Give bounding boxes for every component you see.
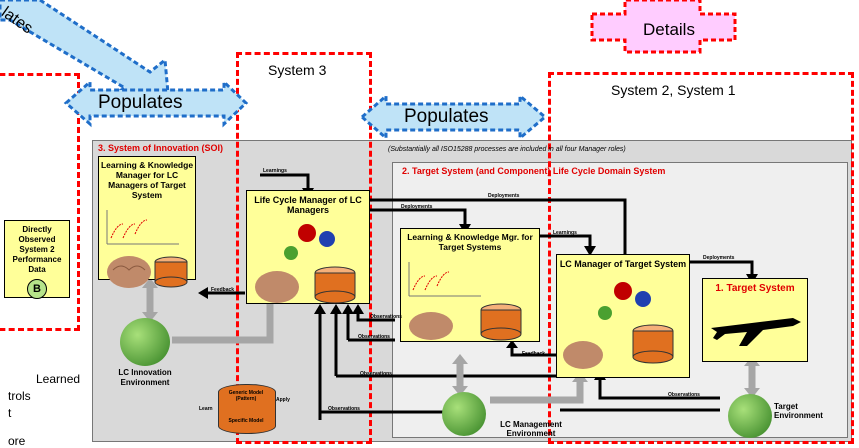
populates-left-arrow <box>63 78 249 128</box>
system3-box <box>236 52 372 444</box>
database-icon <box>480 303 522 341</box>
lc-innovation-env-label: LC Innovation Environment <box>118 368 172 387</box>
lc-mgr-target-box: LC Manager of Target System <box>556 254 690 378</box>
database-icon <box>632 324 674 364</box>
target-system-box: 1. Target System <box>702 278 808 362</box>
airplane-icon <box>711 318 801 346</box>
target-system-title: 1. Target System <box>715 283 795 294</box>
directly-observed-label: Directly Observed System 2 Performance D… <box>12 225 62 274</box>
brain-icon <box>409 312 453 340</box>
brain-icon <box>563 341 603 369</box>
learnings-label-2: Learnings <box>553 230 577 236</box>
apply-label: Apply <box>276 397 290 403</box>
database-icon <box>154 256 188 288</box>
brain-icon <box>255 271 299 303</box>
t-text: t <box>8 406 12 420</box>
system21-box <box>548 72 854 444</box>
database-icon <box>314 266 356 304</box>
lc-mgr-target-title: LC Manager of Target System <box>559 259 687 269</box>
system21-label: System 2, System 1 <box>611 82 736 98</box>
badge-b: B <box>27 279 47 299</box>
gear-icon <box>284 224 335 260</box>
trols-text: trols <box>8 389 31 403</box>
observations-label-1: Observations <box>370 314 402 320</box>
lk-manager-lc-title: Learning & Knowledge Manager for LC Mana… <box>100 160 194 200</box>
lk-mgr-target-title: Learning & Knowledge Mgr. for Target Sys… <box>407 232 533 252</box>
system3-label: System 3 <box>268 62 327 78</box>
gear-icon <box>598 282 651 320</box>
feedback-label-1: Feedback <box>211 287 235 293</box>
learn-label: Learn <box>199 406 213 412</box>
lk-manager-lc-box: Learning & Knowledge Manager for LC Mana… <box>98 156 196 288</box>
observations-label-5: Observations <box>668 392 700 398</box>
lc-manager-lc-graphic <box>255 224 356 304</box>
target-env-label: Target Environment <box>774 402 823 420</box>
target-domain-title: 2. Target System (and Component) Life Cy… <box>402 166 666 176</box>
brain-icon <box>107 256 151 288</box>
iso-note: (Substantially all ISO15288 processes ar… <box>388 146 626 153</box>
specific-model-label: Specific Model <box>228 418 264 424</box>
soi-title: 3. System of Innovation (SOI) <box>98 143 224 153</box>
ore-text: ore <box>8 434 26 448</box>
populates-mid-label: Populates <box>404 106 489 127</box>
lk-manager-lc-graphic <box>106 210 188 288</box>
diagonal-populates-arrow <box>0 0 172 118</box>
lc-mgr-target-graphic <box>563 282 674 369</box>
populates-left-label: Populates <box>98 92 183 113</box>
details-arrow <box>590 0 737 54</box>
generic-model-label: Generic Model (Pattern) <box>228 390 264 402</box>
observations-label-2: Observations <box>358 334 390 340</box>
lk-mgr-target-box: Learning & Knowledge Mgr. for Target Sys… <box>400 228 540 342</box>
model-database-icon: Generic Model (Pattern) Specific Model <box>218 384 276 434</box>
details-label: Details <box>643 20 695 39</box>
deployments-label-1: Deployments <box>401 204 433 210</box>
deployments-label-2: Deployments <box>488 193 520 199</box>
feedback-label-2: Feedback <box>522 351 546 357</box>
lc-manager-lc-box: Life Cycle Manager of LC Managers <box>246 190 370 304</box>
deployments-label-3: Deployments <box>703 255 735 261</box>
learned-text: Learned <box>36 372 81 386</box>
earth-icon <box>442 392 486 436</box>
directly-observed-box: Directly Observed System 2 Performance D… <box>4 220 70 299</box>
lc-manager-lc-title: Life Cycle Manager of LC Managers <box>254 195 362 215</box>
lc-mgmt-env-label: LC Management Environment <box>500 420 562 438</box>
earth-icon <box>120 318 170 366</box>
observations-label-3: Observations <box>360 371 392 377</box>
earth-icon <box>728 394 772 438</box>
left-partial-box <box>0 73 80 331</box>
observations-label-4: Observations <box>328 406 360 412</box>
lk-mgr-target-graphic <box>408 262 522 341</box>
populates-mid-arrow <box>359 92 548 142</box>
learnings-label-1: Learnings <box>263 168 287 174</box>
